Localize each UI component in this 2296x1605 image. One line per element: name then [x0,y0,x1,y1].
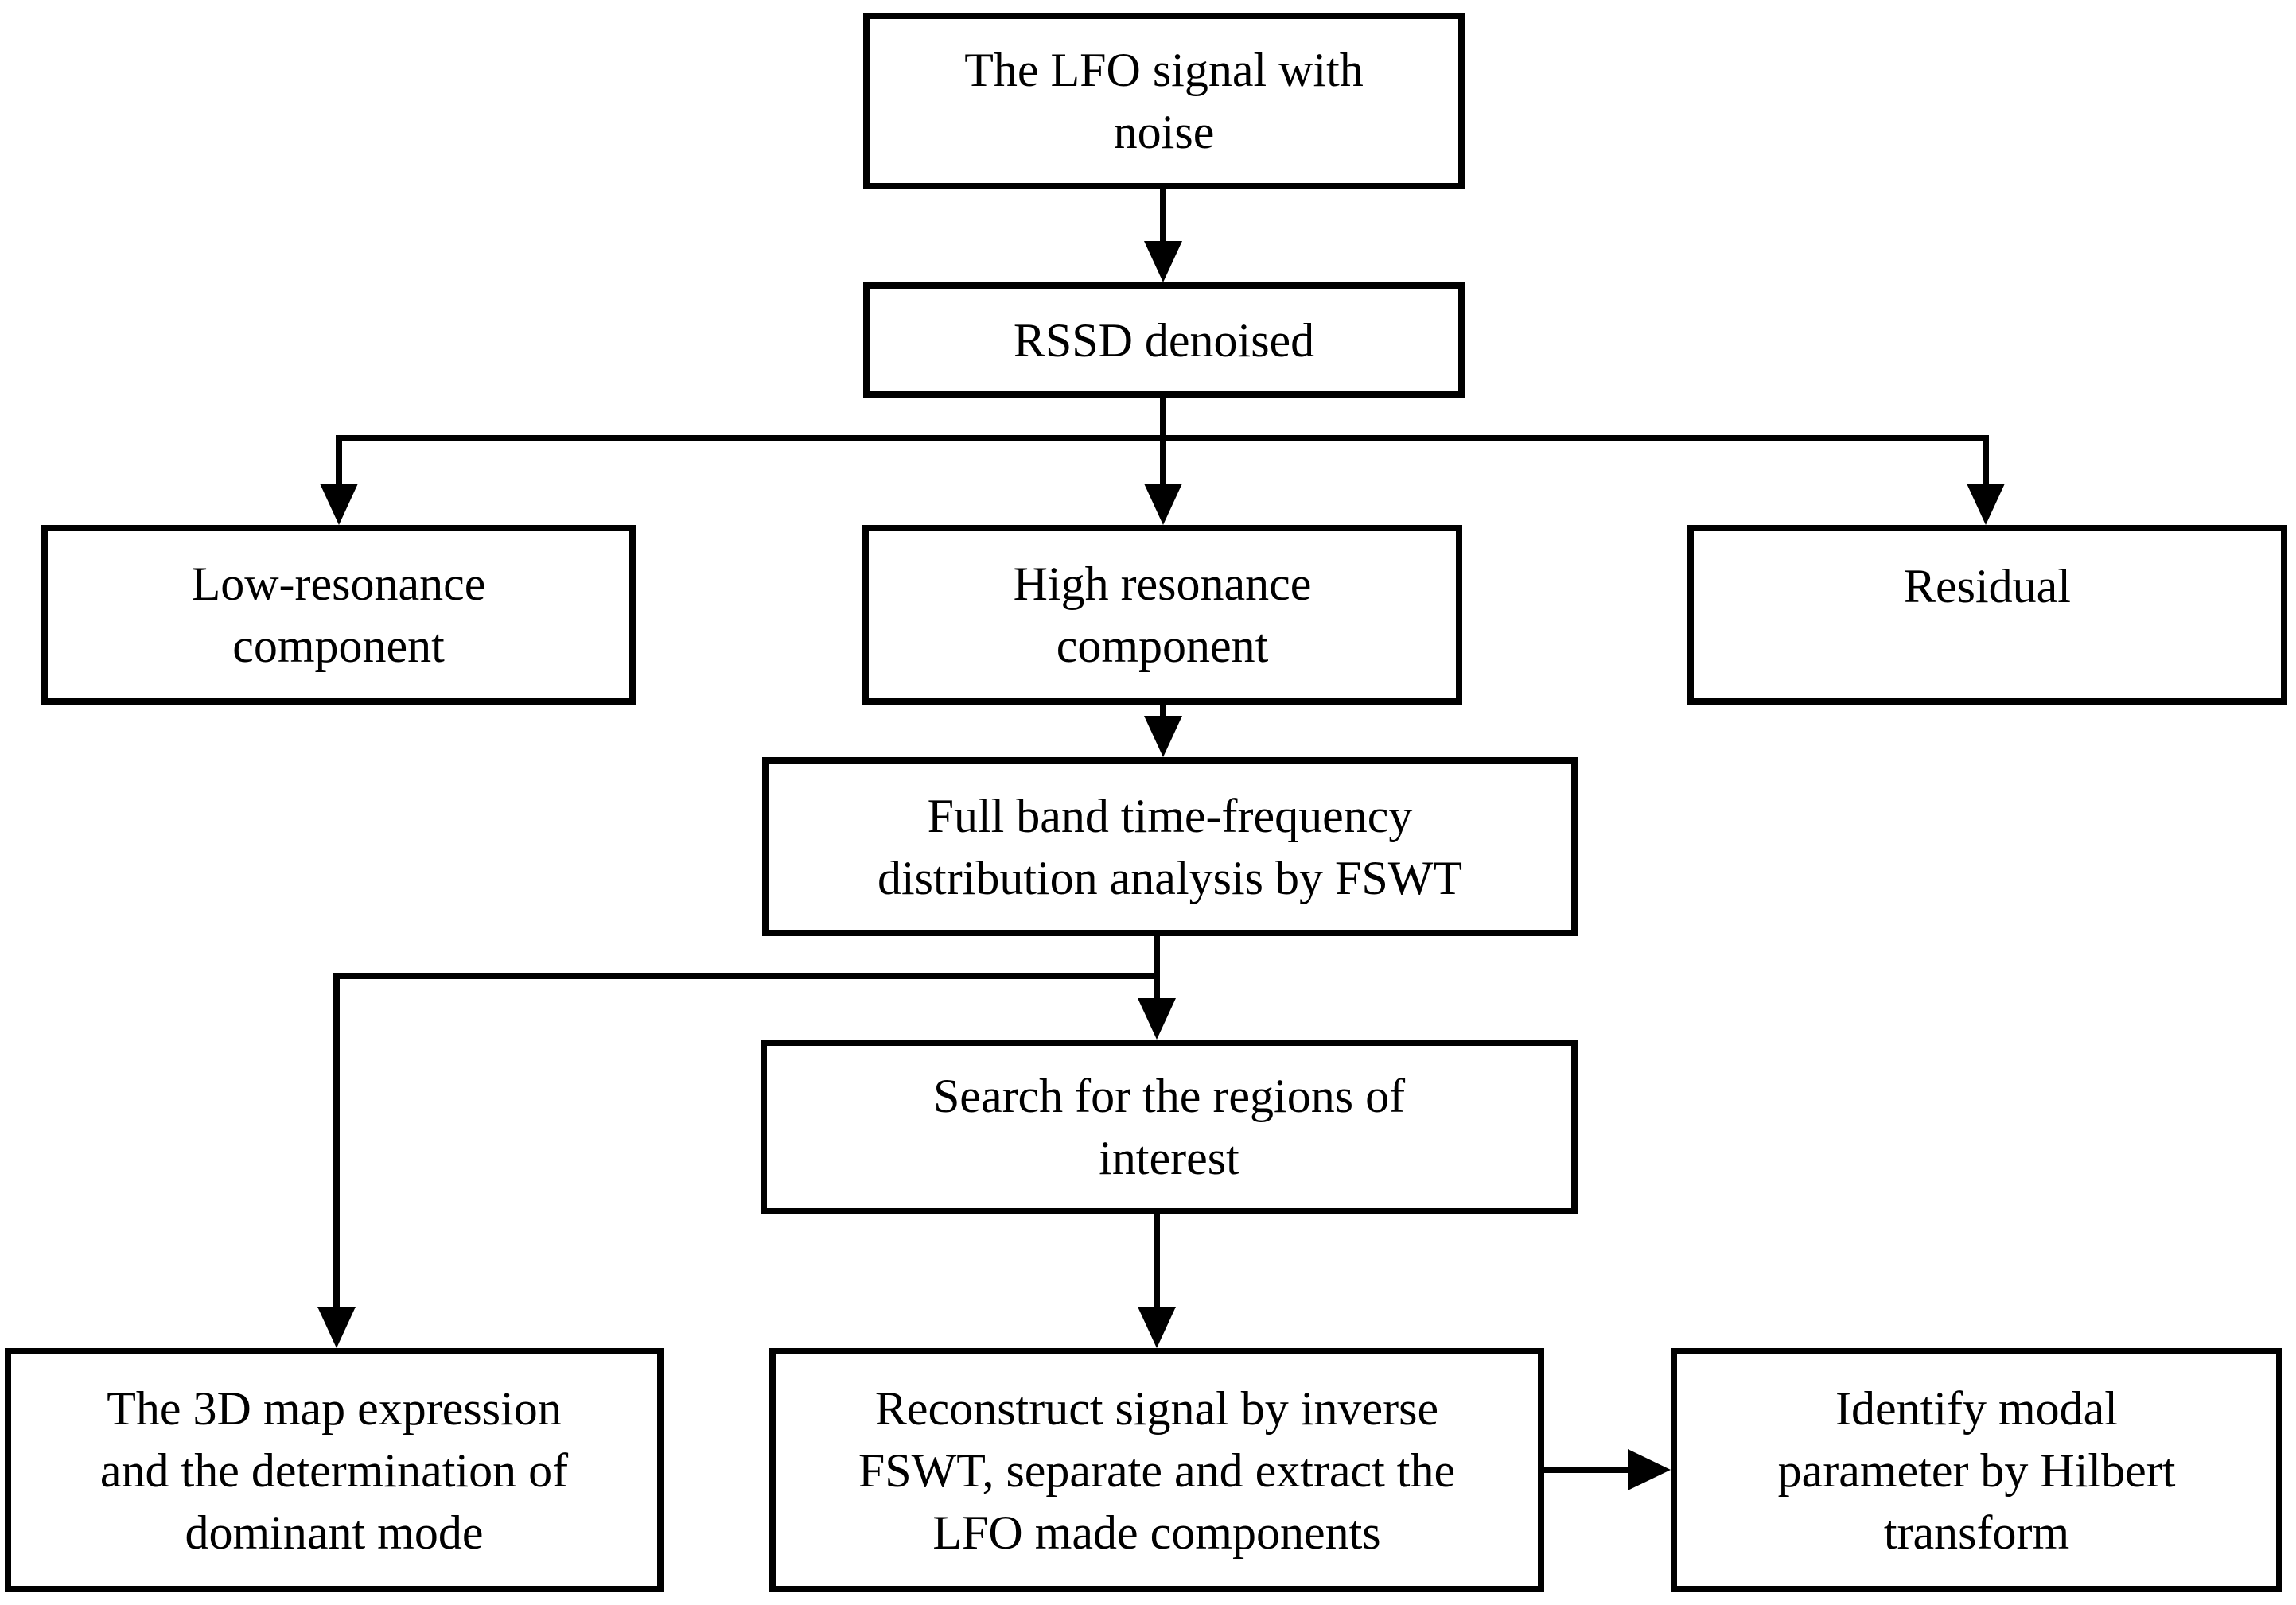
conn-branch-center-drop [1160,441,1166,489]
conn-branch-right-drop [1983,435,1989,489]
arrow-down-into-search-icon [1138,998,1176,1040]
node-rssd-denoised: RSSD denoised [863,282,1465,398]
arrow-down-into-low-resonance-icon [320,484,358,525]
arrow-down-into-residual-icon [1967,484,2005,525]
arrow-right-into-identify-icon [1628,1449,1671,1490]
arrow-down-into-fswt-icon [1144,716,1182,757]
node-search-regions: Search for the regions of interest [761,1040,1578,1214]
conn-reconstruct-to-identify-shaft [1544,1467,1632,1473]
arrow-down-into-high-resonance-icon [1144,484,1182,525]
arrow-down-into-3d-map-icon [317,1307,356,1348]
conn-fswt-to-3dmap-drop [333,973,340,1313]
arrow-down-into-rssd-icon [1144,241,1182,282]
conn-fswt-to-search-drop [1154,973,1160,1005]
conn-rssd-branch-hline [336,435,1989,441]
arrow-down-into-reconstruct-icon [1138,1307,1176,1348]
node-3d-map: The 3D map expression and the determinat… [5,1348,664,1592]
conn-fswt-branch-hline [333,973,1160,979]
conn-search-to-reconstruct-shaft [1154,1214,1160,1313]
node-high-resonance: High resonance component [862,525,1462,705]
conn-lfo-to-rssd-shaft [1160,189,1166,247]
node-residual: Residual [1687,525,2287,705]
conn-branch-left-drop [336,435,342,489]
node-fswt-analysis: Full band time-frequency distribution an… [762,757,1578,936]
node-lfo-signal: The LFO signal with noise [863,13,1465,189]
node-identify-modal: Identify modal parameter by Hilbert tran… [1671,1348,2282,1592]
node-low-resonance: Low-resonance component [41,525,636,705]
conn-fswt-stem [1154,936,1160,979]
node-reconstruct-signal: Reconstruct signal by inverse FSWT, sepa… [769,1348,1544,1592]
conn-high-to-fswt-shaft [1160,705,1166,721]
conn-rssd-stem [1160,398,1166,441]
